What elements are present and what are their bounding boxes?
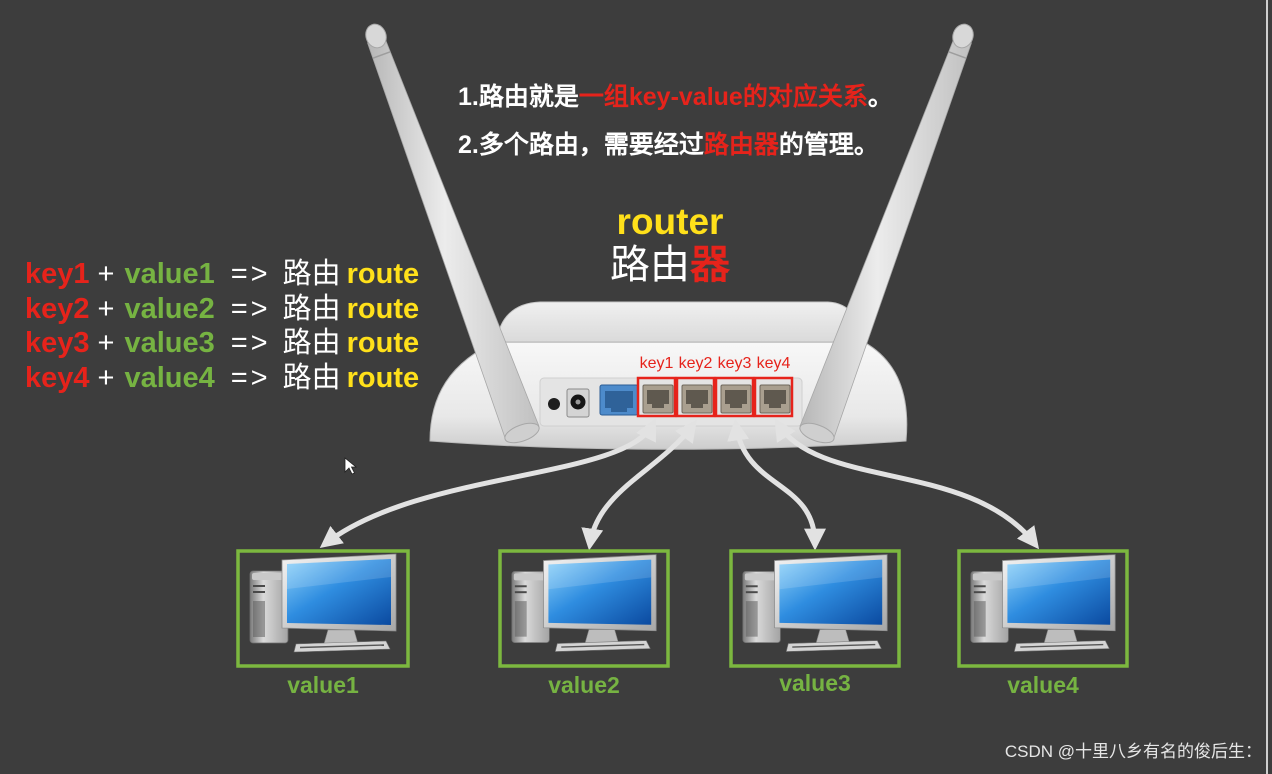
mapping-cn: 路由	[283, 326, 341, 361]
computer-label-2: value2	[500, 672, 668, 698]
computer-icon	[512, 555, 656, 652]
mapping-plus: +	[98, 361, 115, 396]
statement-1-part-3: 。	[868, 82, 893, 112]
window-edge	[1266, 0, 1268, 774]
power-jack	[567, 389, 589, 417]
mapping-route: route	[347, 326, 420, 361]
mapping-arrow: =>	[231, 361, 271, 396]
mapping-arrow: =>	[231, 292, 271, 327]
watermark: CSDN @十里八乡有名的俊后生：	[1005, 741, 1262, 763]
mapping-arrow: =>	[231, 326, 271, 361]
router-title-cn-plain: 路由	[610, 243, 690, 287]
computer-2	[500, 551, 668, 666]
port-label-2: key2	[677, 355, 714, 373]
statement-1-part-1: 1.路由就是	[458, 82, 579, 112]
statement-2-part-1: 2.多个路由，需要经过	[458, 130, 704, 160]
port-label-1: key1	[638, 355, 675, 373]
statement-2-part-2: 路由器	[704, 130, 779, 160]
mapping-value: value1	[124, 257, 214, 292]
statement-2: 2.多个路由，需要经过路由器的管理。	[458, 130, 879, 160]
mapping-arrow: =>	[231, 257, 271, 292]
computer-1	[238, 551, 408, 666]
port-label-3: key3	[716, 355, 753, 373]
router-title-cn: 路由器	[570, 242, 770, 288]
power-button	[548, 398, 560, 410]
port-label-4: key4	[755, 355, 792, 373]
statement-1-part-2: 一组key-value的对应关系	[579, 82, 868, 112]
computer-4	[959, 551, 1127, 666]
mapping-key: key3	[25, 326, 90, 361]
mapping-key: key2	[25, 292, 90, 327]
mapping-route: route	[347, 361, 420, 396]
mapping-key: key4	[25, 361, 90, 396]
router-lid	[497, 302, 864, 342]
wan-port	[600, 385, 638, 415]
mapping-plus: +	[98, 292, 115, 327]
computer-label-1: value1	[238, 672, 408, 698]
mapping-value: value2	[124, 292, 214, 327]
mouse-cursor-icon	[345, 458, 356, 474]
computer-label-4: value4	[959, 672, 1127, 698]
router-title-cn-highlight: 器	[690, 243, 730, 287]
computer-3	[731, 551, 899, 666]
mapping-route: route	[347, 292, 420, 327]
statement-2-part-3: 的管理。	[779, 130, 879, 160]
computer-icon	[250, 554, 396, 652]
statement-1: 1.路由就是一组key-value的对应关系。	[458, 82, 893, 112]
mapping-cn: 路由	[283, 292, 341, 327]
router-title-en: router	[570, 201, 770, 243]
mapping-cn: 路由	[283, 361, 341, 396]
mapping-key: key1	[25, 257, 90, 292]
mapping-cn: 路由	[283, 257, 341, 292]
mapping-plus: +	[98, 326, 115, 361]
mapping-value: value3	[124, 326, 214, 361]
computer-icon	[743, 555, 887, 652]
mapping-route: route	[347, 257, 420, 292]
mapping-value: value4	[124, 361, 214, 396]
mapping-plus: +	[98, 257, 115, 292]
computer-label-3: value3	[731, 670, 899, 696]
computer-icon	[971, 555, 1115, 652]
